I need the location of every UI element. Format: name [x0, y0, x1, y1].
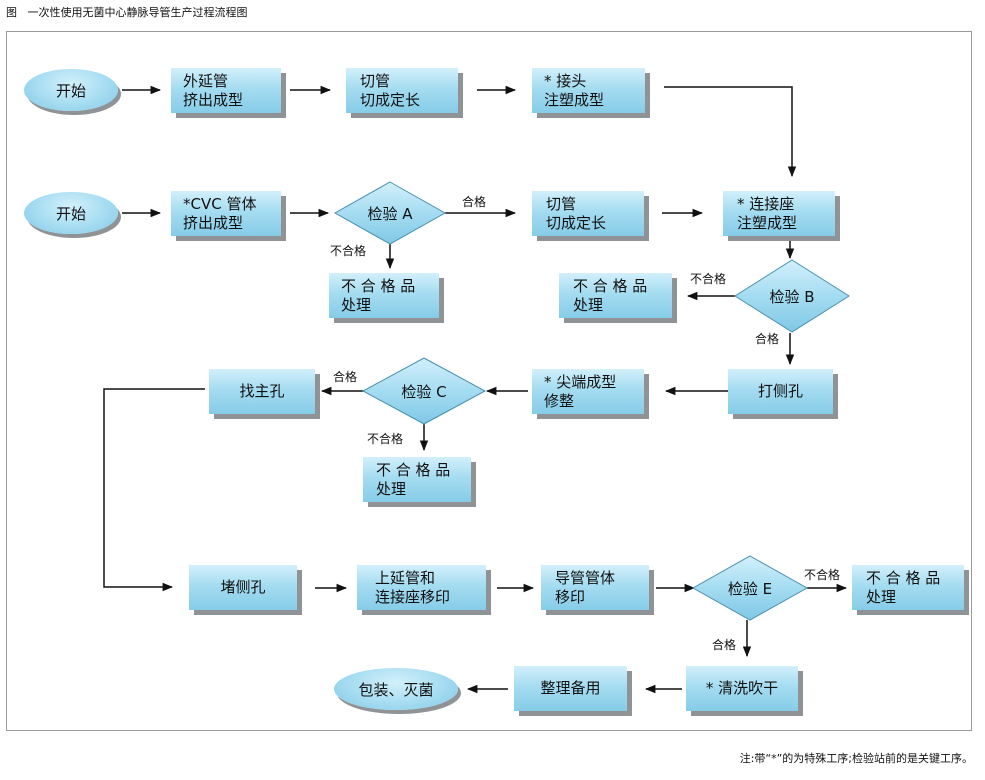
- reject-a-line1: 不 合 格 品: [341, 276, 416, 295]
- inspect-a-label: 检验 A: [367, 205, 413, 223]
- label-c-pass: 合格: [333, 370, 358, 384]
- figure-caption: 图 一次性使用无菌中心静脉导管生产过程流程图: [6, 6, 248, 19]
- find-hole-label: 找主孔: [239, 382, 285, 400]
- edge-joint-conn: [664, 86, 797, 178]
- extrude-ext-line1: 外延管: [183, 71, 229, 90]
- extrude-ext-line2: 挤出成型: [183, 90, 244, 109]
- reject-a-box: 不 合 格 品 处理: [329, 273, 439, 318]
- inspect-e-shape: [691, 555, 809, 621]
- tip-form-box: * 尖端成型 修整: [532, 369, 644, 414]
- reject-b-line1: 不 合 格 品: [573, 276, 648, 295]
- conn-mold-line2: 注塑成型: [737, 213, 798, 232]
- label-e-fail: 不合格: [804, 568, 841, 582]
- reject-c-line1: 不 合 格 品: [376, 460, 451, 479]
- label-e-pass: 合格: [712, 638, 737, 652]
- reject-e-line2: 处理: [866, 587, 897, 606]
- label-a-fail: 不合格: [330, 244, 367, 258]
- clean-dry-box: * 清洗吹干: [686, 666, 798, 711]
- reject-b-line2: 处理: [573, 295, 604, 314]
- label-a-pass: 合格: [462, 195, 487, 209]
- side-hole-box: 打侧孔: [728, 369, 833, 414]
- label-b-pass: 合格: [755, 332, 780, 346]
- inspect-e-label: 检验 E: [727, 580, 773, 598]
- inspect-b-label: 检验 B: [769, 288, 815, 306]
- conn-mold-line1: * 连接座: [737, 194, 795, 213]
- diagram-frame: [6, 31, 972, 731]
- joint-mold-line1: * 接头: [544, 71, 587, 90]
- tip-form-line1: * 尖端成型: [544, 372, 617, 391]
- edge-find-plug: [103, 388, 205, 592]
- reject-e-line1: 不 合 格 品: [866, 568, 941, 587]
- clean-dry-label: * 清洗吹干: [705, 679, 779, 697]
- inspect-a-shape: [333, 181, 447, 245]
- inspect-c-shape: [361, 357, 487, 425]
- cvc-extrude-line2: 挤出成型: [183, 213, 244, 232]
- cut2-line1: 切管: [546, 194, 577, 213]
- start-oval-2: 开始: [24, 192, 118, 234]
- print-tube-line1: 导管管体: [555, 568, 616, 587]
- cut2-line2: 切成定长: [546, 213, 607, 232]
- conn-mold-box: * 连接座 注塑成型: [723, 191, 835, 236]
- cvc-extrude-box: *CVC 管体 挤出成型: [171, 191, 281, 236]
- reject-c-line2: 处理: [376, 479, 407, 498]
- label-c-fail: 不合格: [367, 432, 404, 446]
- reject-c-box: 不 合 格 品 处理: [363, 457, 471, 502]
- cvc-extrude-line1: *CVC 管体: [183, 194, 257, 213]
- start-oval-1: 开始: [24, 69, 118, 111]
- reject-e-box: 不 合 格 品 处理: [852, 565, 964, 610]
- tip-form-line2: 修整: [544, 391, 575, 410]
- reject-a-line2: 处理: [341, 295, 372, 314]
- print-tube-box: 导管管体 移印: [541, 565, 649, 610]
- joint-mold-box: * 接头 注塑成型: [532, 68, 645, 113]
- inspect-b-shape: [734, 259, 850, 333]
- plug-hole-box: 堵侧孔: [189, 565, 297, 610]
- reject-b-box: 不 合 格 品 处理: [559, 273, 672, 318]
- pack-sterile-oval: 包装、灭菌: [334, 668, 458, 710]
- cut1-line1: 切管: [360, 71, 391, 90]
- side-hole-label: 打侧孔: [757, 382, 803, 400]
- sort-ready-box: 整理备用: [514, 666, 627, 711]
- print-ext-line1: 上延管和: [375, 568, 436, 587]
- print-ext-box: 上延管和 连接座移印: [357, 565, 486, 610]
- extrude-ext-box: 外延管 挤出成型: [171, 68, 281, 113]
- sort-ready-label: 整理备用: [540, 679, 601, 697]
- plug-hole-label: 堵侧孔: [220, 578, 266, 596]
- inspect-c-label: 检验 C: [401, 383, 447, 401]
- find-hole-box: 找主孔: [209, 369, 315, 414]
- label-b-fail: 不合格: [690, 272, 727, 286]
- print-ext-line2: 连接座移印: [375, 587, 451, 606]
- print-tube-line2: 移印: [555, 587, 586, 606]
- cut1-line2: 切成定长: [360, 90, 421, 109]
- joint-mold-line2: 注塑成型: [544, 90, 605, 109]
- footnote: 注:带“*”的为特殊工序;检验站前的是关键工序。: [739, 752, 973, 765]
- cut2-box: 切管 切成定长: [532, 191, 644, 236]
- cut1-box: 切管 切成定长: [346, 68, 458, 113]
